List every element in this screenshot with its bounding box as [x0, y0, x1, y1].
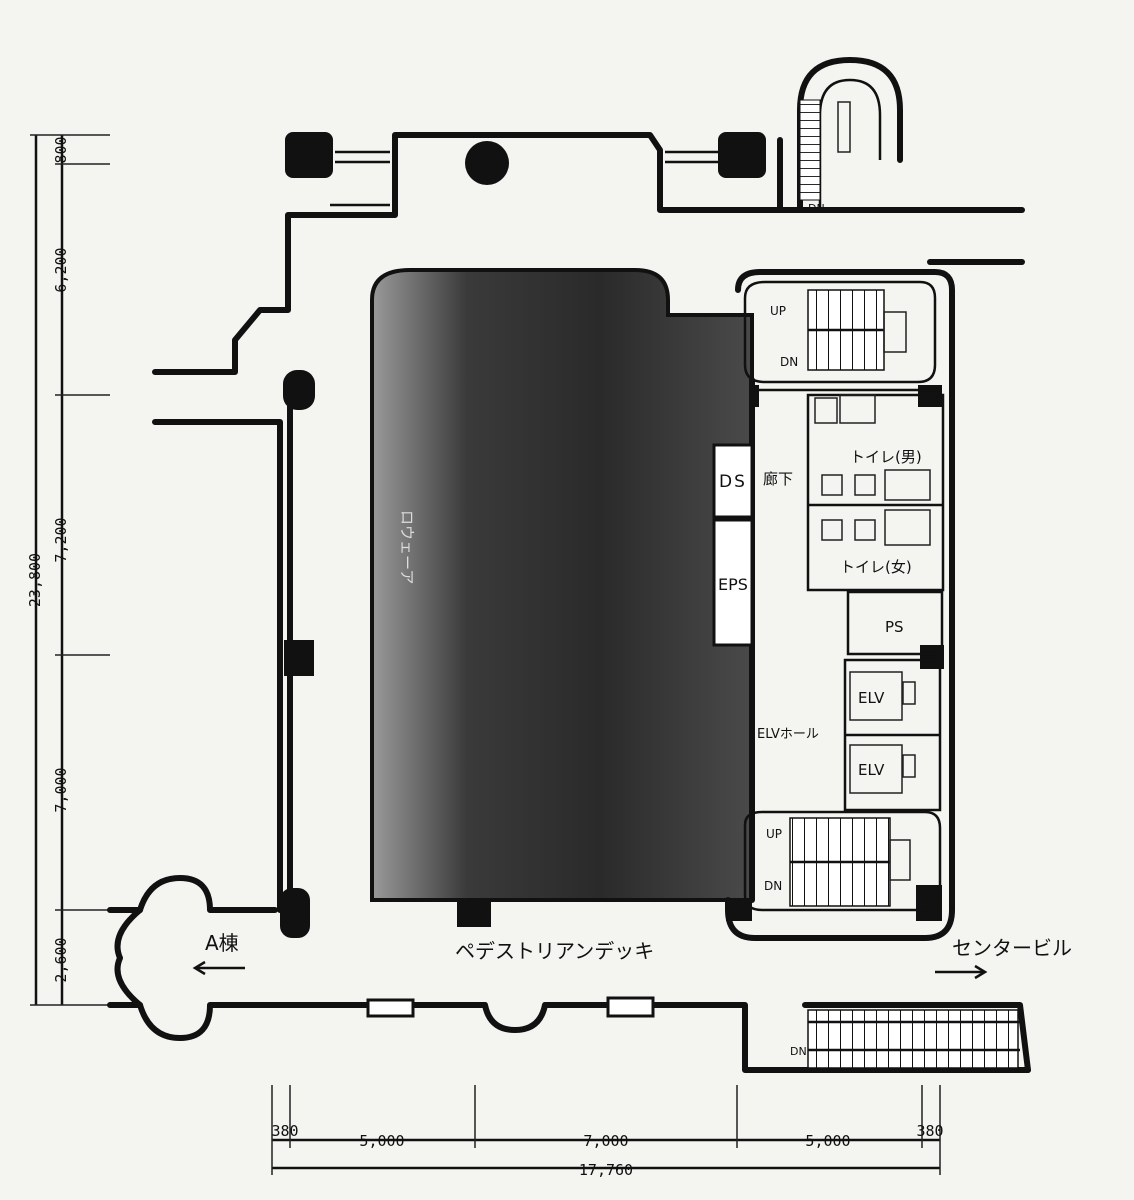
center-building-label: センタービル: [952, 936, 1072, 960]
stair-top-up-label: UP: [770, 304, 786, 318]
dim-bottom-seg-5: 380: [916, 1122, 943, 1140]
bottom-dimension-line: [271, 1085, 941, 1175]
pedestrian-deck-walls: [107, 875, 1031, 1073]
arrow-right-icon: [935, 964, 988, 980]
ps-label: PS: [885, 618, 904, 636]
stair-bottom-dn-label: DN: [764, 879, 782, 893]
arrow-left-icon: [192, 960, 245, 976]
dim-bottom-seg-4: 5,000: [805, 1132, 850, 1150]
spiral-stair-dn-label: DN: [808, 202, 825, 215]
elv-hall-label: ELVホール: [757, 727, 819, 742]
stair-top: [743, 280, 937, 384]
dim-bottom-seg-2: 5,000: [359, 1132, 404, 1150]
stair-bottom-up-label: UP: [766, 827, 782, 841]
dim-bottom-seg-1: 380: [271, 1122, 298, 1140]
dim-left-seg-1: 800: [52, 136, 70, 163]
dim-bottom-total: 17,760: [579, 1161, 633, 1179]
toilet-women-label: トイレ(女): [840, 558, 912, 576]
deck-stair-dn-label: DN: [790, 1045, 807, 1058]
office-area: [370, 268, 754, 902]
ds-shaft: [712, 443, 754, 519]
dim-left-total: 23,800: [26, 553, 44, 607]
ds-label: DS: [719, 472, 747, 492]
spiral-stair: [797, 57, 903, 213]
dim-left-seg-3: 7,200: [52, 517, 70, 562]
elevator-shafts: [843, 658, 942, 812]
eps-label: EPS: [718, 575, 748, 594]
eps-shaft: [712, 518, 754, 647]
toilet-block: [806, 393, 945, 592]
dim-left-seg-2: 6,200: [52, 247, 70, 292]
toilet-men-label: トイレ(男): [850, 448, 922, 466]
elv-1-label: ELV: [858, 689, 885, 707]
ps-room: [846, 590, 944, 656]
core-outline: [725, 269, 955, 941]
pedestrian-deck-label: ペデストリアンデッキ: [455, 939, 654, 963]
a-building-label: A棟: [205, 931, 239, 955]
stair-bottom: [743, 810, 942, 912]
left-dimension-line: [30, 134, 110, 1006]
elv-2-label: ELV: [858, 761, 885, 779]
dim-left-seg-4: 7,000: [52, 767, 70, 812]
stair-top-dn-label: DN: [780, 355, 798, 369]
dim-left-seg-5: 2,600: [52, 937, 70, 982]
office-area-label: ロウェーア: [398, 510, 416, 584]
corridor-label: 廊下: [763, 470, 793, 488]
dim-bottom-seg-3: 7,000: [583, 1132, 628, 1150]
